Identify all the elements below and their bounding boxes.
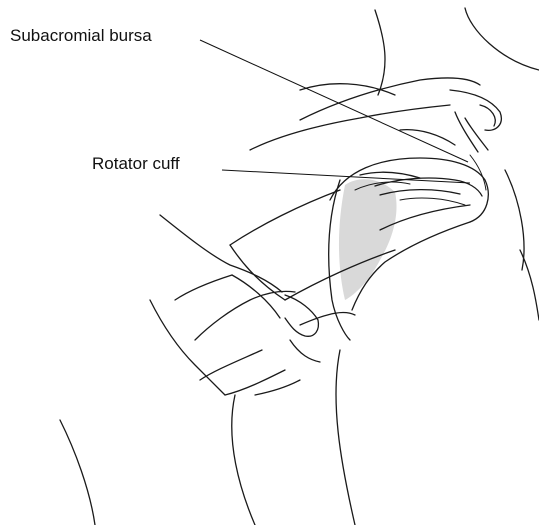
leader-line-subacromial-bursa bbox=[200, 40, 468, 162]
label-rotator-cuff: Rotator cuff bbox=[92, 155, 180, 172]
humerus-and-joint bbox=[329, 158, 489, 340]
leader-line-rotator-cuff bbox=[222, 170, 470, 183]
label-subacromial-bursa: Subacromial bursa bbox=[10, 27, 152, 44]
